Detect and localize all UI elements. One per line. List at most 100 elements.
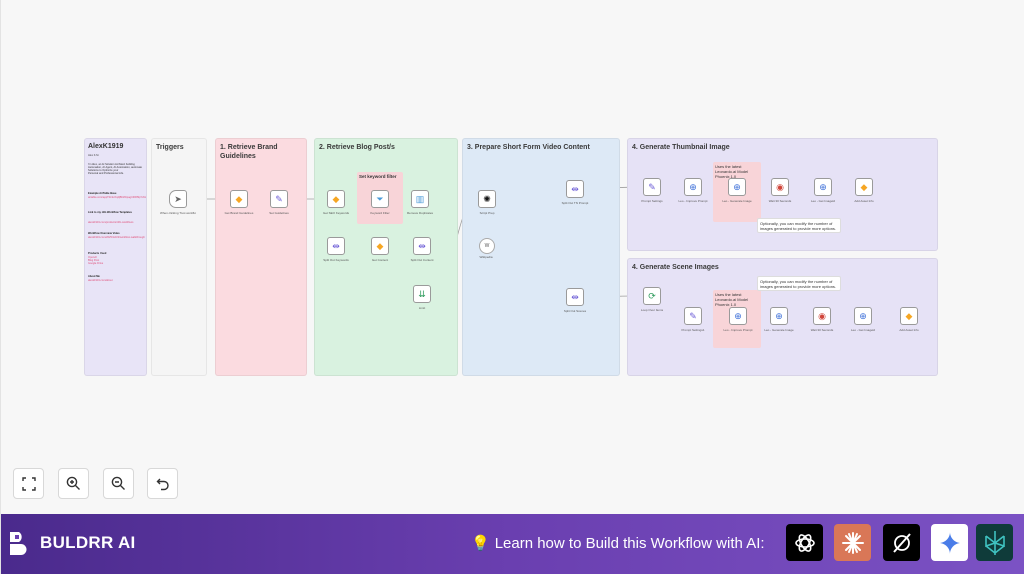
footer-bar: BULDRR AI 💡 Learn how to Build this Work… xyxy=(0,514,1024,574)
pencil-icon: ✎ xyxy=(689,310,697,321)
section-title: Triggers xyxy=(156,144,184,151)
node-label: Split Out TN Prompt xyxy=(561,201,589,205)
claude-button[interactable] xyxy=(834,524,871,561)
section-title: 4. Generate Thumbnail Image xyxy=(632,144,730,151)
filter-icon: ⏷ xyxy=(376,193,384,204)
wait-node[interactable]: ◉ xyxy=(771,178,789,196)
leo-get-1-node[interactable]: ⊕ xyxy=(854,307,872,325)
grok-button[interactable] xyxy=(883,524,920,561)
author-bio: I'm Alex, an AI Solution Architect build… xyxy=(88,163,142,175)
node-label: Wikipedia xyxy=(479,255,493,259)
grok-icon xyxy=(892,532,911,553)
author-note: AlexK1919 Alex K.M. I'm Alex, an AI Solu… xyxy=(84,138,147,376)
perplexity-icon xyxy=(984,530,1005,555)
fit-view-button[interactable] xyxy=(13,468,44,499)
node-label: Limit xyxy=(418,306,426,310)
pencil-icon: ✎ xyxy=(648,181,656,192)
split-content-node[interactable]: ⇹ xyxy=(413,237,431,255)
pencil-icon: ✎ xyxy=(275,193,283,204)
leo-generate-1-node[interactable]: ⊕ xyxy=(770,307,788,325)
prompt-settings-node[interactable]: ✎ xyxy=(643,178,661,196)
gemini-button[interactable] xyxy=(931,524,968,561)
chatgpt-button[interactable] xyxy=(786,524,823,561)
set-guidelines-node[interactable]: ✎ xyxy=(270,190,288,208)
section-title: 3. Prepare Short Form Video Content xyxy=(467,144,590,151)
claude-icon xyxy=(841,531,864,554)
node-label: Get SEO Keywords xyxy=(322,211,349,215)
zoom-in-icon xyxy=(66,476,80,490)
remove-duplicates-node[interactable]: ▥ xyxy=(411,190,429,208)
link-value-1[interactable]: airtable.com/appTbL9xXq4jBKZ0/pagCl0Rf9p… xyxy=(88,196,146,199)
link-title-2: Link to my n8n Workflow Templates xyxy=(88,211,133,214)
split-keywords-node[interactable]: ⇹ xyxy=(327,237,345,255)
brand-guidelines-node[interactable]: ◆ xyxy=(230,190,248,208)
split-scenes-node[interactable]: ⇹ xyxy=(566,288,584,306)
limit-node[interactable]: ⇊ xyxy=(413,285,431,303)
airtable-icon: ◆ xyxy=(905,310,913,321)
leo-get-node[interactable]: ⊕ xyxy=(814,178,832,196)
node-label: When clicking 'Test workflow' xyxy=(160,211,196,215)
undo-button[interactable] xyxy=(147,468,178,499)
leo-improve-node[interactable]: ⊕ xyxy=(684,178,702,196)
brand-logo[interactable]: BULDRR AI xyxy=(8,530,136,556)
section-brand-guidelines: 1. Retrieve Brand Guidelines xyxy=(215,138,307,376)
script-prep-node[interactable]: ✺ xyxy=(478,190,496,208)
node-label: Get Content xyxy=(371,258,389,262)
link-value-5[interactable]: alexk1919.com/about xyxy=(88,279,113,282)
author-subtitle: Alex K.M. xyxy=(88,154,100,157)
split-icon: ⇹ xyxy=(571,183,579,194)
airtable-icon: ◆ xyxy=(235,193,243,204)
node-label: Split Out Scenes xyxy=(563,309,587,313)
prompt-settings-1-node[interactable]: ✎ xyxy=(684,307,702,325)
globe-icon: ⊕ xyxy=(734,310,742,321)
author-name: AlexK1919 xyxy=(88,143,124,150)
node-label: Prompt Settings1 xyxy=(681,328,705,332)
node-label: Prompt Settings xyxy=(641,199,663,203)
section-title: 4. Generate Scene Images xyxy=(632,264,719,271)
wikipedia-node[interactable]: W xyxy=(479,238,495,254)
add-asset-1-node[interactable]: ◆ xyxy=(900,307,918,325)
workflow-canvas[interactable]: AlexK1919 Alex K.M. I'm Alex, an AI Solu… xyxy=(0,0,1024,514)
wait-1-node[interactable]: ◉ xyxy=(813,307,831,325)
duplicates-icon: ▥ xyxy=(415,193,425,204)
buldrr-logo-icon xyxy=(10,532,27,555)
node-label: Remove Duplicates xyxy=(406,211,433,215)
split-icon: ⇹ xyxy=(571,291,579,302)
add-asset-node[interactable]: ◆ xyxy=(855,178,873,196)
perplexity-button[interactable] xyxy=(976,524,1013,561)
link-value-4: OpenAI Blog Post Google Drive xyxy=(88,256,104,265)
keyword-filter-node[interactable]: ⏷ xyxy=(371,190,389,208)
node-label: Keyword Filter xyxy=(370,211,390,215)
node-label: Split Out Keywords xyxy=(323,258,349,262)
section-title: 1. Retrieve Brand Guidelines xyxy=(220,144,278,160)
split-thumb-prompt-node[interactable]: ⇹ xyxy=(566,180,584,198)
chatgpt-icon xyxy=(794,533,815,552)
seo-keywords-node[interactable]: ◆ xyxy=(327,190,345,208)
optional-note-thumbnail: Optionally, you can modify the number of… xyxy=(757,218,841,233)
node-label: Set Guidelines xyxy=(269,211,289,215)
globe-icon: ⊕ xyxy=(689,181,697,192)
loop-items-node[interactable]: ⟳ xyxy=(643,287,661,305)
node-label: Loop Over Items xyxy=(640,308,664,312)
leo-generate-node[interactable]: ⊕ xyxy=(728,178,746,196)
pause-icon: ◉ xyxy=(776,181,784,192)
get-content-node[interactable]: ◆ xyxy=(371,237,389,255)
globe-icon: ⊕ xyxy=(733,181,741,192)
cursor-icon: ➤ xyxy=(174,193,182,204)
split-icon: ⇹ xyxy=(418,240,426,251)
link-value-3[interactable]: alexk1919.com/2025/12/22/workflow-walkth… xyxy=(88,236,145,239)
leo-improve-1-node[interactable]: ⊕ xyxy=(729,307,747,325)
zoom-out-button[interactable] xyxy=(103,468,134,499)
globe-icon: ⊕ xyxy=(775,310,783,321)
node-label: Leo - Improve Prompt xyxy=(678,199,708,203)
link-value-2[interactable]: alexk1919.com/products/n8n-workflows xyxy=(88,221,134,224)
section-title: 2. Retrieve Blog Post/s xyxy=(319,144,395,151)
zoom-in-button[interactable] xyxy=(58,468,89,499)
limit-icon: ⇊ xyxy=(418,288,426,299)
node-label: Add Asset Info xyxy=(854,199,874,203)
optional-note-scene: Optionally, you can modify the number of… xyxy=(757,276,841,291)
loop-icon: ⟳ xyxy=(648,290,656,301)
node-label: Leo - Get Imageld xyxy=(850,328,875,332)
manual-trigger-node[interactable]: ➤ xyxy=(169,190,187,208)
airtable-icon: ◆ xyxy=(332,193,340,204)
